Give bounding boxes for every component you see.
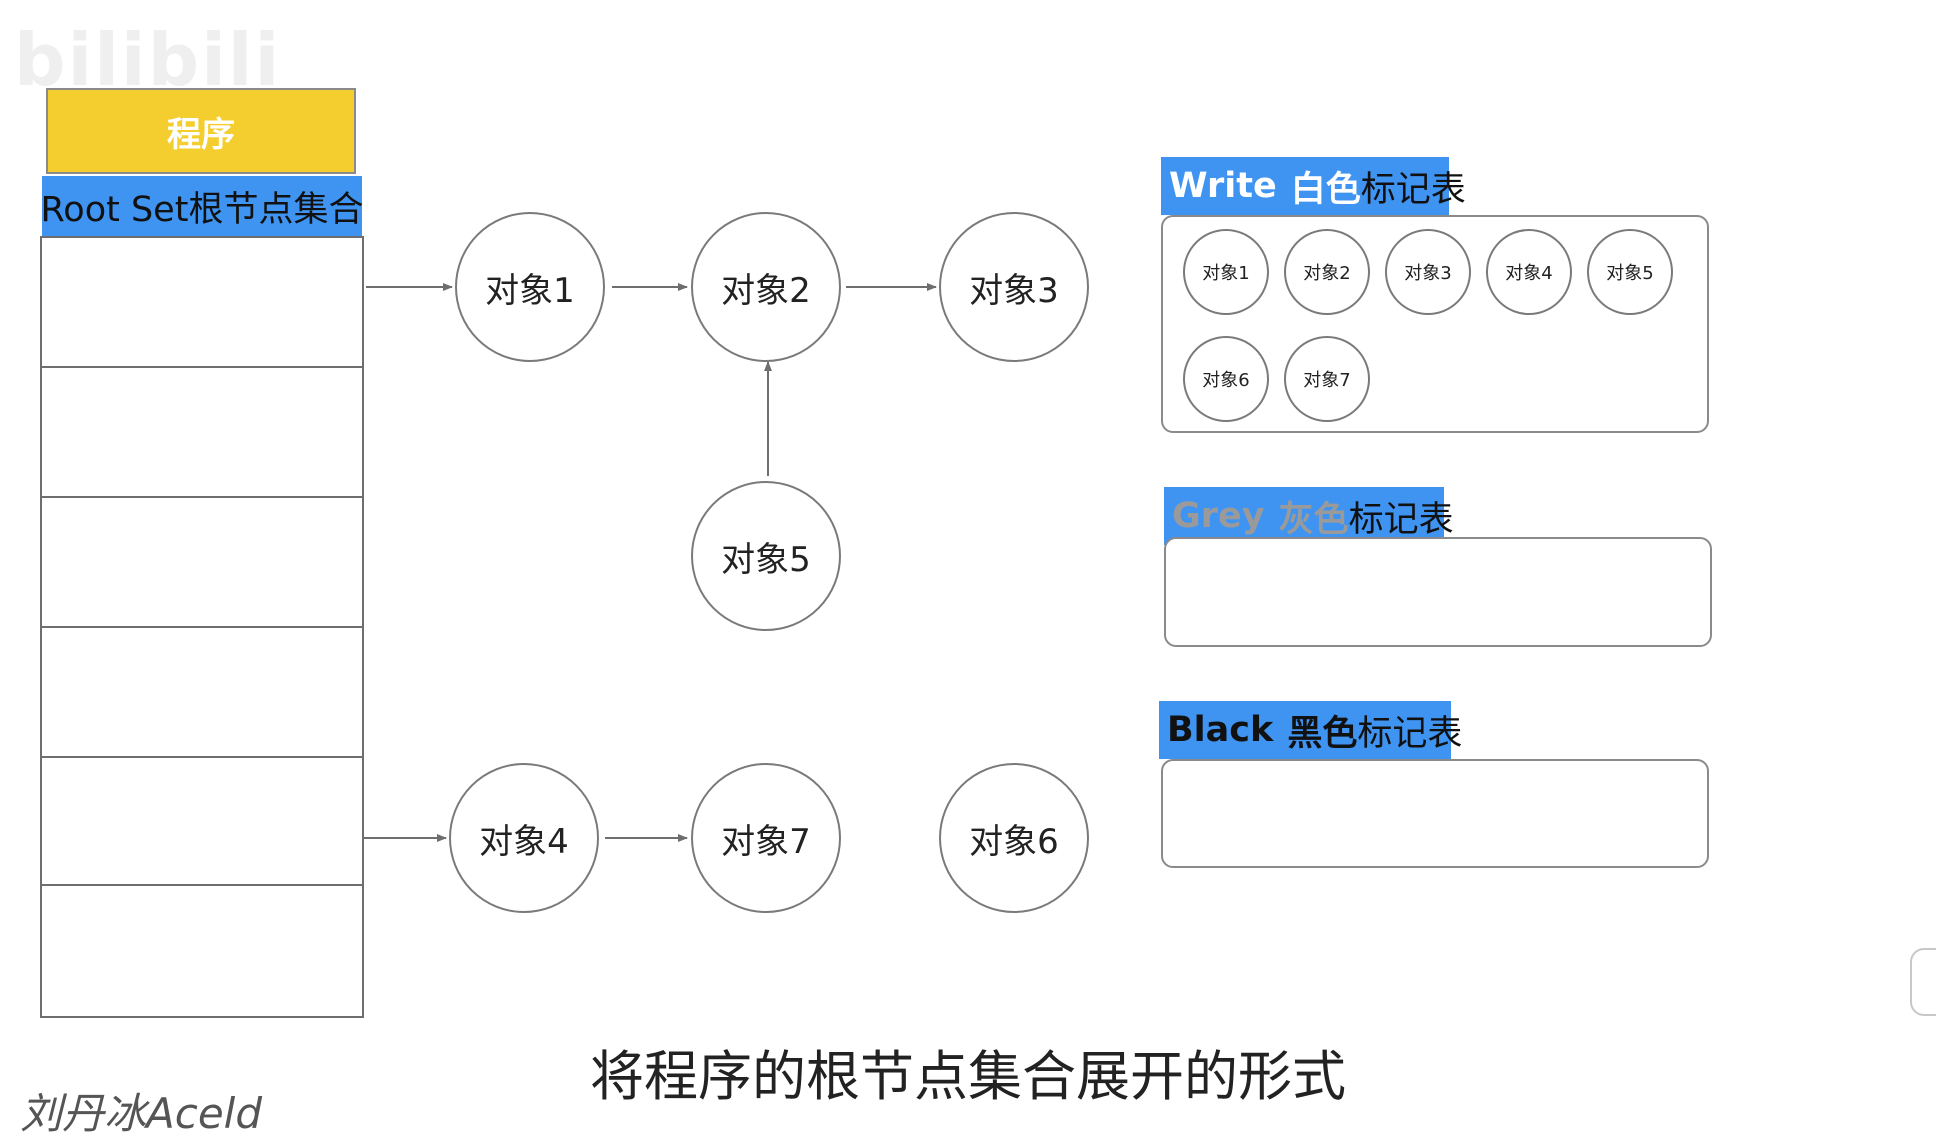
grey-table-title-en: Grey xyxy=(1172,496,1265,536)
root-set-slot xyxy=(42,758,362,886)
node-obj7: 对象7 xyxy=(691,763,841,913)
root-set-label: Root Set根节点集合 xyxy=(41,176,363,236)
node-obj3: 对象3 xyxy=(939,212,1089,362)
black-table-title-suffix: 标记表 xyxy=(1357,713,1463,754)
white-table-item: 对象6 xyxy=(1183,336,1269,422)
root-set-slot xyxy=(42,238,362,368)
black-table-title-en: Black xyxy=(1167,710,1274,750)
grey-table-title-color: 灰色 xyxy=(1278,499,1349,540)
program-header: 程序 xyxy=(46,88,356,174)
grey-mark-table xyxy=(1164,537,1712,647)
white-table-item: 对象4 xyxy=(1486,229,1572,315)
white-table-item: 对象3 xyxy=(1385,229,1471,315)
diagram-canvas: bilibili 程序 Root Set根节点集合 对象1 对象2 对象3 对象… xyxy=(14,18,1936,1138)
node-obj5: 对象5 xyxy=(691,481,841,631)
black-table-title: Black 黑色 标记表 xyxy=(1159,701,1462,759)
white-table-title-en: Write xyxy=(1169,166,1277,206)
node-obj4: 对象4 xyxy=(449,763,599,913)
black-mark-table xyxy=(1161,759,1709,868)
grey-table-title-suffix: 标记表 xyxy=(1348,499,1454,540)
white-table-title-suffix: 标记表 xyxy=(1360,169,1466,210)
reference-arrows xyxy=(362,283,937,842)
slide-caption: 将程序的根节点集合展开的形式 xyxy=(590,1045,1346,1108)
root-set-slot xyxy=(42,368,362,498)
white-table-title-color: 白色 xyxy=(1290,169,1361,210)
author-signature: 刘丹冰Aceld xyxy=(20,1089,262,1138)
white-table-item: 对象2 xyxy=(1284,229,1370,315)
black-table-title-color: 黑色 xyxy=(1287,713,1358,754)
grey-table-title: Grey 灰色 标记表 xyxy=(1164,487,1454,545)
edge-scroll-handle[interactable] xyxy=(1910,948,1936,1016)
node-obj6: 对象6 xyxy=(939,763,1089,913)
root-set-column xyxy=(40,236,364,1018)
white-table-title: Write 白色 标记表 xyxy=(1161,157,1466,215)
white-mark-table: 对象1 对象2 对象3 对象4 对象5 对象6 对象7 xyxy=(1161,215,1709,433)
white-table-item: 对象7 xyxy=(1284,336,1370,422)
root-set-slot xyxy=(42,628,362,758)
node-obj1: 对象1 xyxy=(455,212,605,362)
root-set-slot xyxy=(42,498,362,628)
white-table-item: 对象1 xyxy=(1183,229,1269,315)
white-table-item: 对象5 xyxy=(1587,229,1673,315)
node-obj2: 对象2 xyxy=(691,212,841,362)
